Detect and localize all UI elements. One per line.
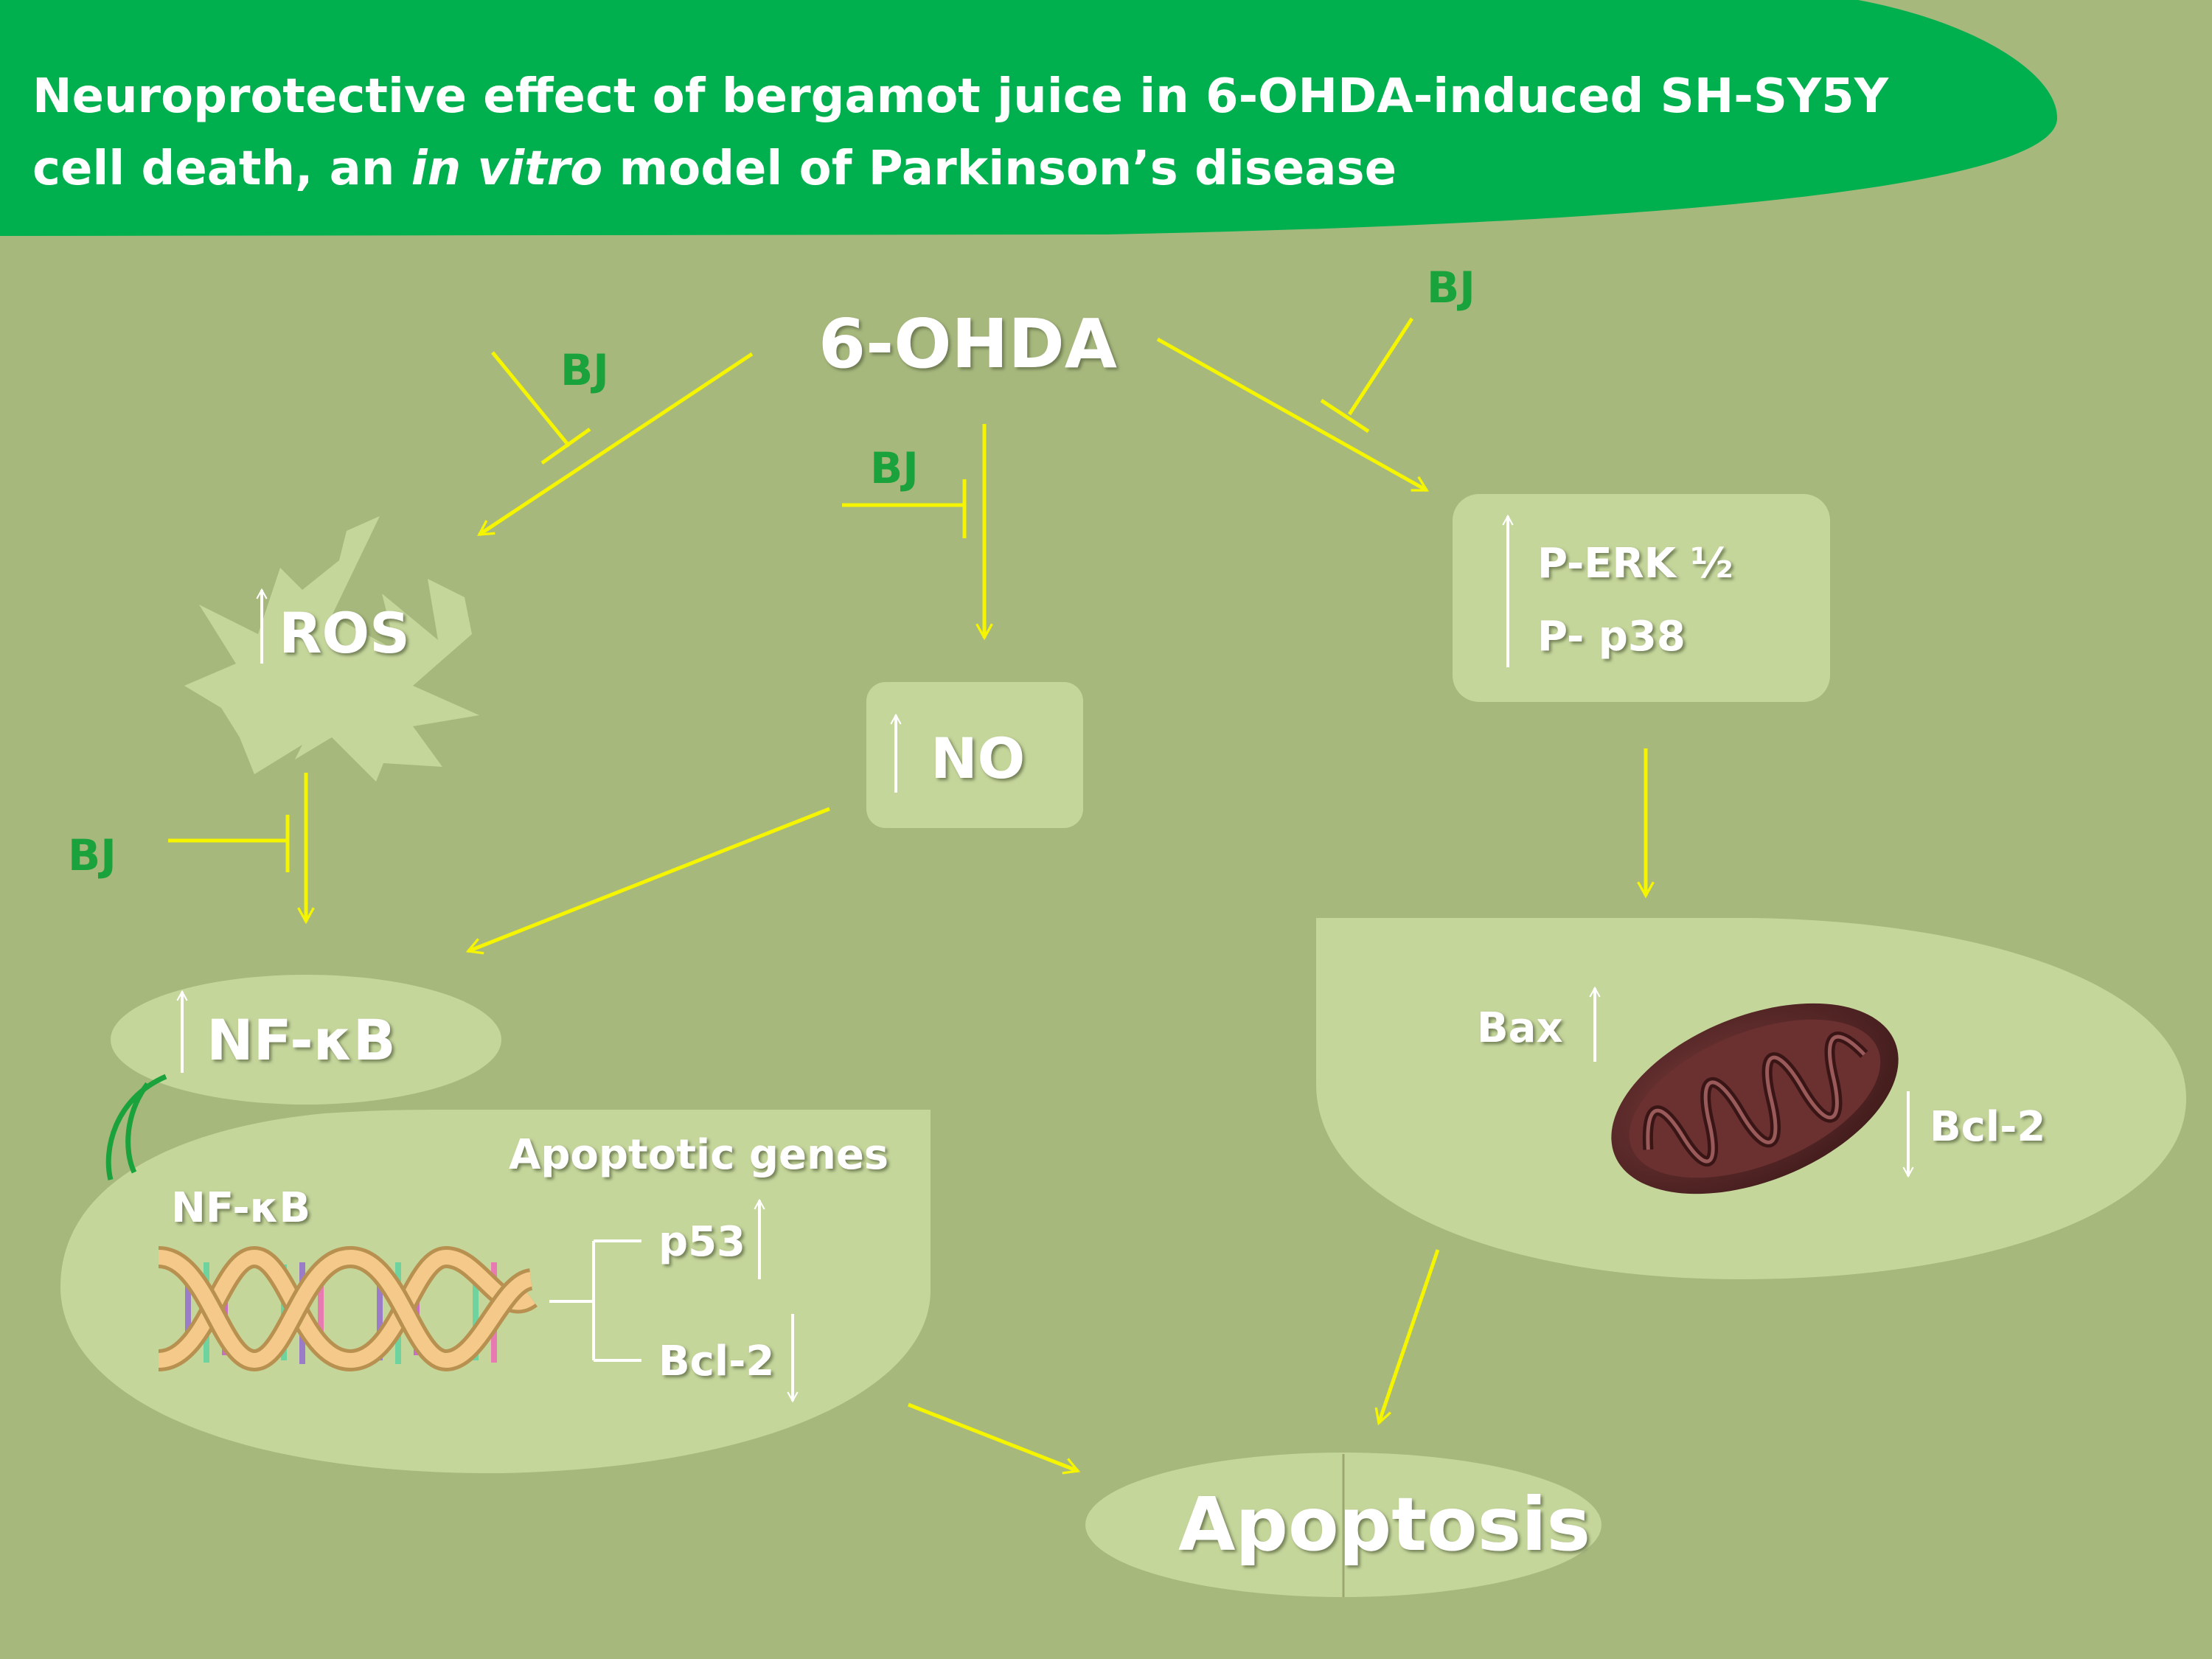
node-6-ohda: 6-OHDA xyxy=(818,305,1117,383)
bj-label-no: BJ xyxy=(870,443,919,493)
gene-p53: p53 xyxy=(658,1218,745,1266)
node-no: NO xyxy=(931,726,1025,791)
inhibitor-ros xyxy=(491,351,591,465)
no-box xyxy=(866,682,1083,828)
gene-bcl-2-mito: Bcl-2 xyxy=(1930,1103,2045,1151)
title-line-2: cell death, an in vitro model of Parkins… xyxy=(32,142,1397,196)
ros-starburst xyxy=(184,516,479,782)
mitochondrion-icon xyxy=(1611,1003,1899,1194)
node-nf-kb: NF-κB xyxy=(206,1007,396,1073)
bj-label-ros: BJ xyxy=(560,345,609,395)
arrow-ohda-to-mapk xyxy=(1156,337,1429,493)
title-line-1: Neuroprotective effect of bergamot juice… xyxy=(32,69,1889,124)
nfkb-binding-arc-2 xyxy=(125,1082,150,1174)
gene-bracket xyxy=(549,1239,641,1362)
inhibitor-no xyxy=(842,479,967,538)
gene-bcl-2-nucleus: Bcl-2 xyxy=(658,1338,774,1385)
dna-double-helix-icon xyxy=(157,1245,538,1372)
mapk-box xyxy=(1453,494,1830,702)
arrow-nucleus-to-apoptosis xyxy=(908,1402,1081,1475)
arrow-ohda-to-ros xyxy=(477,352,754,537)
inhibitor-mapk xyxy=(1320,317,1414,434)
node-p-erk: P-ERK ½ xyxy=(1537,540,1733,588)
node-p-p38: P- p38 xyxy=(1537,613,1686,661)
inhibitor-nfkb xyxy=(168,815,290,872)
arrow-no-to-nfkb xyxy=(465,807,830,955)
gene-bax: Bax xyxy=(1477,1004,1563,1052)
label-apoptotic-genes: Apoptotic genes xyxy=(509,1131,888,1179)
arrow-mito-to-apoptosis xyxy=(1374,1249,1440,1426)
nfkb-ellipse xyxy=(111,975,501,1105)
node-ros: ROS xyxy=(279,600,410,666)
bj-label-nfkb: BJ xyxy=(68,830,116,880)
title-banner: Neuroprotective effect of bergamot juice… xyxy=(0,0,2057,236)
label-nf-kb-dna: NF-κB xyxy=(171,1184,310,1232)
node-apoptosis: Apoptosis xyxy=(1178,1481,1590,1568)
bj-label-mapk: BJ xyxy=(1427,262,1475,313)
